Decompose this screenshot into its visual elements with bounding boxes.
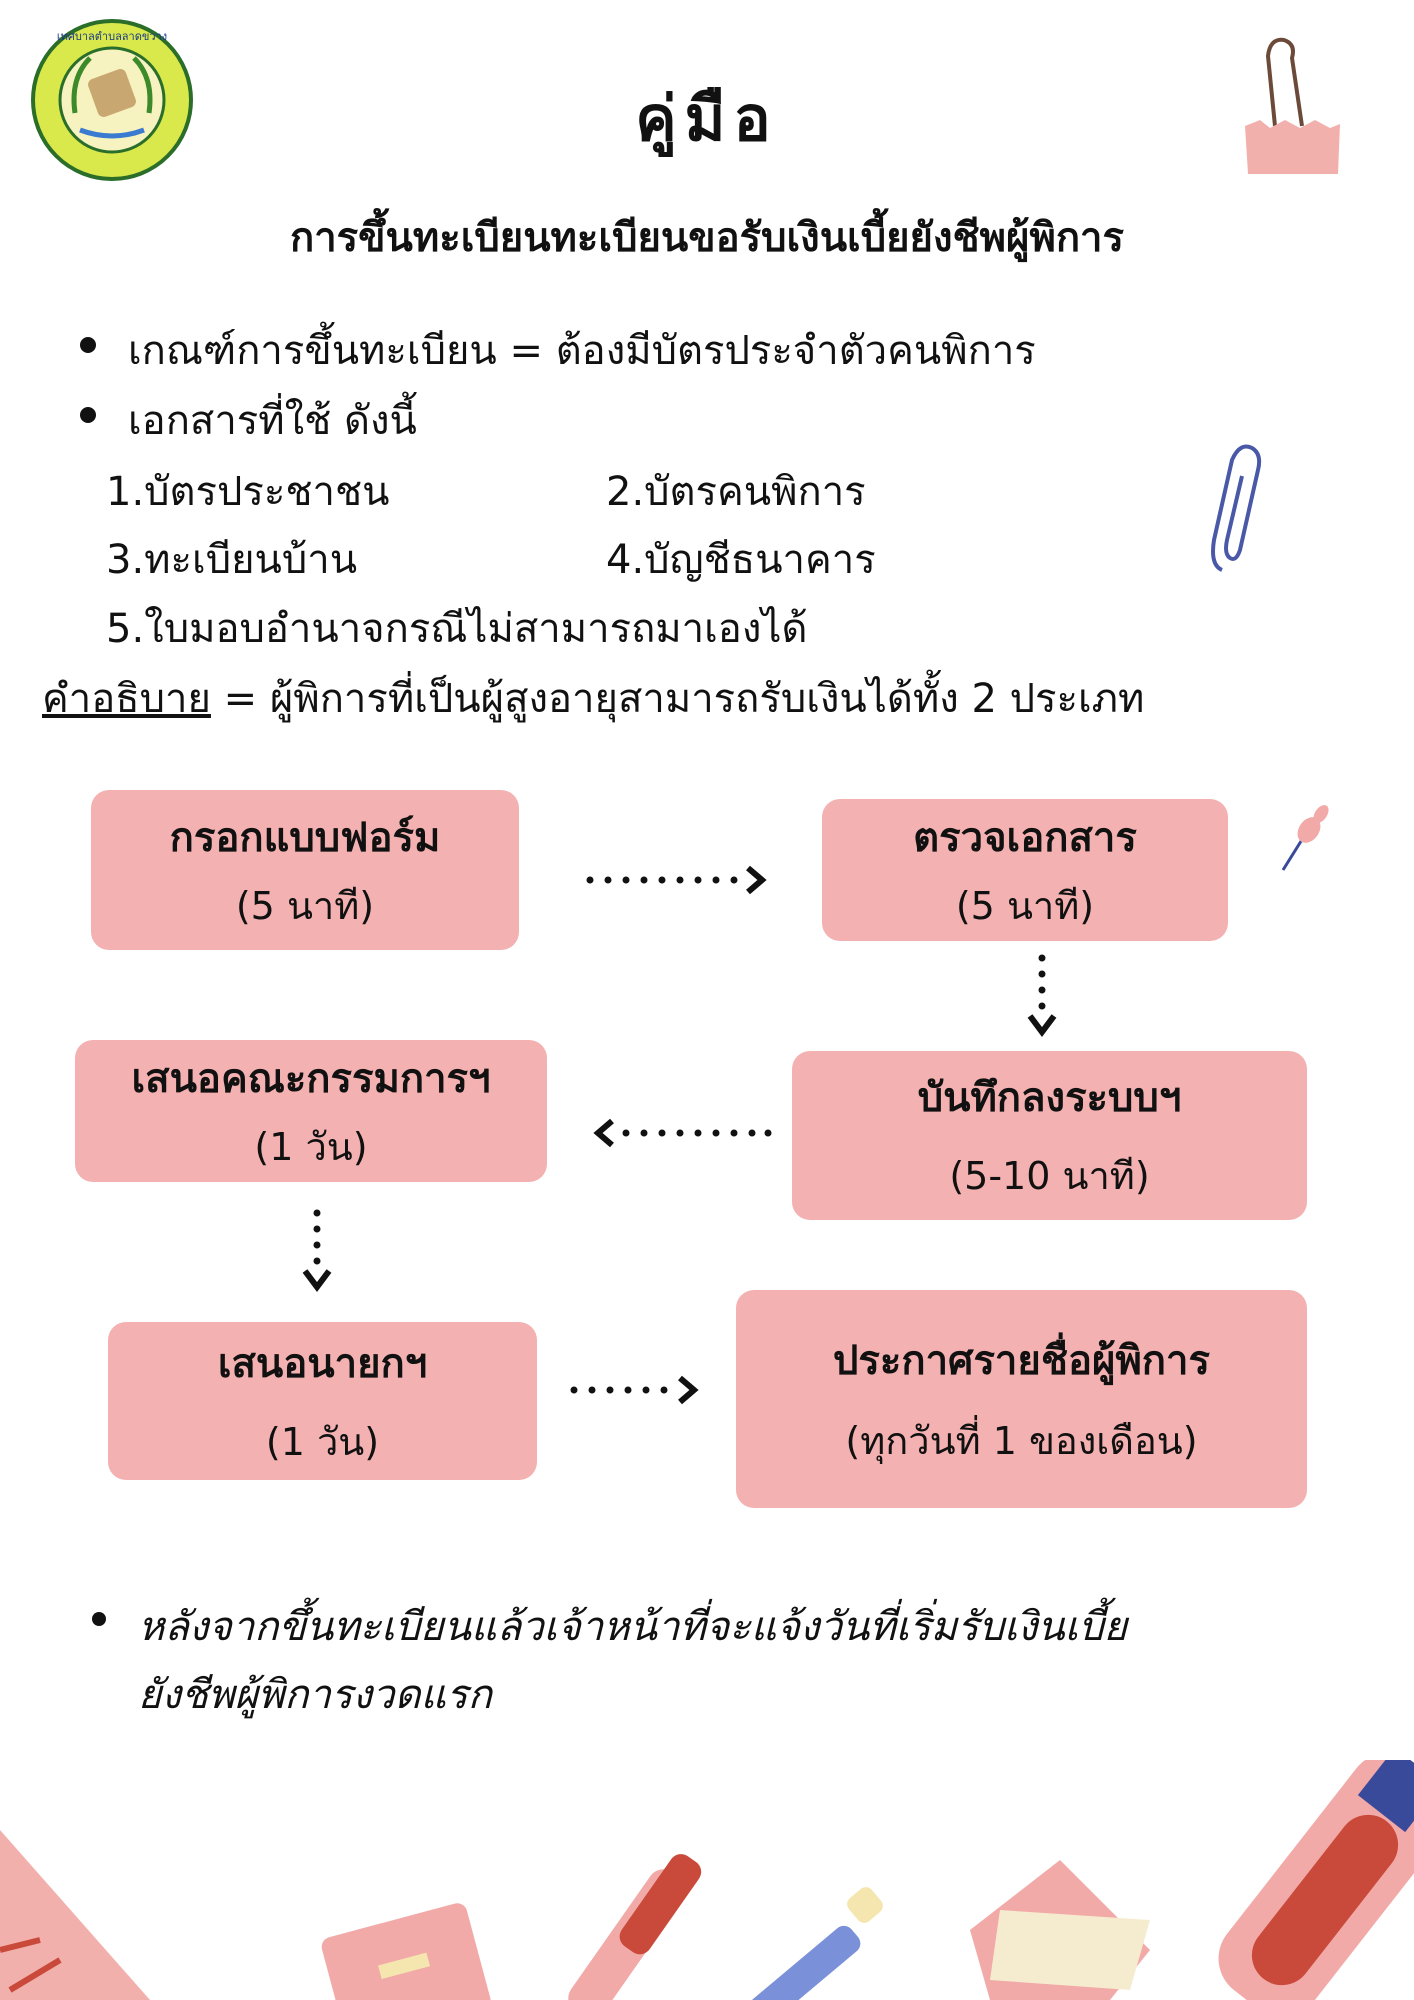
document-item: 2.บัตรคนพิการ <box>606 469 866 515</box>
step-fill-form: กรอกแบบฟอร์ม (5 นาที) <box>91 790 519 950</box>
step-title: เสนอคณะกรรมการฯ <box>131 1055 491 1102</box>
arrow-left <box>593 1118 772 1148</box>
step-announce: ประกาศรายชื่อผู้พิการ (ทุกวันที่ 1 ของเด… <box>736 1290 1307 1508</box>
explanation: คำอธิบาย = ผู้พิการที่เป็นผู้สูงอายุสามา… <box>42 666 1144 730</box>
step-check-documents: ตรวจเอกสาร (5 นาที) <box>822 799 1228 941</box>
step-duration: (5 นาที) <box>235 883 375 928</box>
stationery-decoration <box>0 1760 1414 2000</box>
step-record-system: บันทึกลงระบบฯ (5-10 นาที) <box>792 1051 1307 1220</box>
bullet-dot <box>80 407 96 423</box>
arrow-right <box>586 865 767 895</box>
page-title: คู่มือ <box>635 82 779 155</box>
bullet-dot <box>92 1612 106 1626</box>
pushpin-icon <box>1275 800 1335 875</box>
municipality-logo: เทศบาลตำบลลาดขวาง <box>30 18 194 182</box>
step-title: เสนอนายกฯ <box>217 1340 428 1387</box>
step-mayor: เสนอนายกฯ (1 วัน) <box>108 1322 537 1480</box>
arrow-right <box>570 1375 699 1405</box>
svg-text:เทศบาลตำบลลาดขวาง: เทศบาลตำบลลาดขวาง <box>57 30 167 43</box>
criteria-text: เกณฑ์การขึ้นทะเบียน = ต้องมีบัตรประจำตัว… <box>128 328 1036 374</box>
step-title: ตรวจเอกสาร <box>913 814 1137 861</box>
arrow-down <box>302 1209 332 1292</box>
step-duration: (5-10 นาที) <box>949 1154 1150 1198</box>
step-title: กรอกแบบฟอร์ม <box>169 814 441 861</box>
step-duration: (1 วัน) <box>265 1419 380 1464</box>
note-line-1: หลังจากขึ้นทะเบียนแล้วเจ้าหน้าที่จะแจ้งว… <box>138 1604 1128 1650</box>
page-subtitle: การขึ้นทะเบียนทะเบียนขอรับเงินเบี้ยยังชี… <box>290 215 1124 261</box>
step-title: ประกาศรายชื่อผู้พิการ <box>833 1337 1210 1384</box>
explanation-text: = ผู้พิการที่เป็นผู้สูงอายุสามารถรับเงิน… <box>210 676 1145 722</box>
step-duration: (5 นาที) <box>955 883 1095 928</box>
explanation-label: คำอธิบาย <box>42 676 211 722</box>
step-duration: (1 วัน) <box>254 1124 368 1169</box>
document-item: 3.ทะเบียนบ้าน <box>106 537 358 583</box>
bullet-dot <box>80 337 96 353</box>
binder-clip-icon <box>1240 36 1345 181</box>
step-duration: (ทุกวันที่ 1 ของเดือน) <box>845 1418 1198 1463</box>
document-item: 4.บัญชีธนาคาร <box>606 537 876 583</box>
document-item: 5.ใบมอบอำนาจกรณีไม่สามารถมาเองได้ <box>106 606 808 652</box>
step-title: บันทึกลงระบบฯ <box>917 1075 1182 1121</box>
note-line-2: ยังชีพผู้พิการงวดแรก <box>138 1672 492 1718</box>
arrow-down <box>1027 954 1057 1037</box>
step-committee: เสนอคณะกรรมการฯ (1 วัน) <box>75 1040 547 1182</box>
paperclip-icon <box>1200 440 1270 580</box>
documents-heading: เอกสารที่ใช้ ดังนี้ <box>128 398 417 444</box>
document-item: 1.บัตรประชาชน <box>106 469 390 515</box>
